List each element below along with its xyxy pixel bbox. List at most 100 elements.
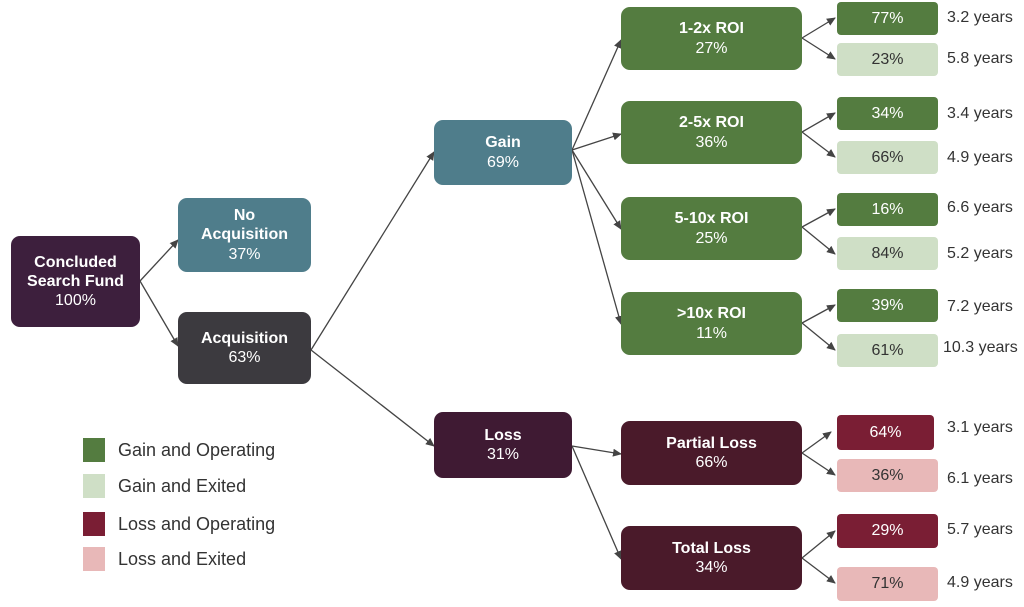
years-label: 6.1 years xyxy=(947,470,1013,487)
node-label: Partial Loss xyxy=(666,434,757,452)
leaf-percent: 23% xyxy=(871,50,904,68)
node-percent: 69% xyxy=(486,153,520,171)
node-acquisition: Acquisition 63% xyxy=(178,312,311,384)
legend-swatch xyxy=(83,512,105,536)
legend-item-loss-exited: Loss and Exited xyxy=(83,547,246,571)
connector-arrow xyxy=(801,530,836,559)
leaf-roi-5-10x-exited: 84% xyxy=(837,237,938,270)
node-label: >10x ROI xyxy=(677,305,746,323)
legend-label: Gain and Operating xyxy=(118,439,276,460)
connector-arrow xyxy=(310,349,435,447)
node-percent: 31% xyxy=(486,446,520,463)
node-label: Acquisition xyxy=(200,329,289,347)
node-percent: 63% xyxy=(228,349,261,366)
legend-label: Loss and Exited xyxy=(118,548,247,569)
node-label: Gain xyxy=(485,134,521,152)
node-percent: 25% xyxy=(695,229,728,247)
years-label: 10.3 years xyxy=(943,339,1018,356)
node-percent: 27% xyxy=(695,39,728,57)
leaf-percent: 29% xyxy=(871,522,904,539)
leaf-roi-over-10x-operating: 39% xyxy=(837,289,938,322)
legend-swatch xyxy=(83,438,105,462)
leaf-percent: 64% xyxy=(869,423,902,441)
leaf-percent: 84% xyxy=(871,244,904,262)
legend-label: Gain and Exited xyxy=(118,475,247,496)
connector-arrow xyxy=(310,151,435,351)
years-label: 3.4 years xyxy=(947,105,1013,122)
node-label: Concluded Search Fund xyxy=(27,253,124,290)
connector-arrow xyxy=(139,280,179,347)
leaf-roi-1-2x-operating: 77% xyxy=(837,2,938,35)
connector-arrow xyxy=(571,149,623,325)
leaf-total-loss-operating: 29% xyxy=(837,514,938,548)
connector-arrow xyxy=(801,431,832,454)
leaf-percent: 36% xyxy=(871,466,904,484)
node-percent: 66% xyxy=(695,454,728,471)
connector-arrow xyxy=(139,239,179,282)
node-concluded-search-fund: Concluded Search Fund 100% xyxy=(11,236,140,327)
node-label: 1-2x ROI xyxy=(679,20,744,38)
years-label: 6.6 years xyxy=(947,199,1013,216)
leaf-percent: 16% xyxy=(871,200,904,218)
years-label: 4.9 years xyxy=(947,574,1013,591)
years-label: 7.2 years xyxy=(947,298,1013,315)
legend-item-gain-operating: Gain and Operating xyxy=(83,438,275,462)
leaf-partial-loss-exited: 36% xyxy=(837,459,938,492)
node-partial-loss: Partial Loss 66% xyxy=(621,421,802,485)
leaf-roi-over-10x-exited: 61% xyxy=(837,334,938,367)
leaf-percent: 66% xyxy=(871,148,904,166)
legend-swatch xyxy=(83,474,105,498)
node-no-acquisition: No Acquisition 37% xyxy=(178,198,311,272)
years-label: 3.2 years xyxy=(947,9,1013,26)
node-percent: 11% xyxy=(696,324,727,342)
leaf-percent: 71% xyxy=(871,575,904,592)
node-label: No Acquisition xyxy=(200,207,289,244)
node-percent: 37% xyxy=(228,245,261,263)
connector-arrow xyxy=(801,208,836,228)
years-label: 5.7 years xyxy=(947,521,1013,538)
node-roi-1-2x: 1-2x ROI 27% xyxy=(621,7,802,70)
leaf-roi-1-2x-exited: 23% xyxy=(837,43,938,76)
connector-arrow xyxy=(801,304,836,324)
leaf-roi-5-10x-operating: 16% xyxy=(837,193,938,226)
node-label: 2-5x ROI xyxy=(679,114,744,132)
legend-item-loss-operating: Loss and Operating xyxy=(83,512,275,536)
leaf-percent: 61% xyxy=(871,341,904,359)
connector-arrow xyxy=(571,445,622,560)
node-loss: Loss 31% xyxy=(434,412,572,478)
years-label: 3.1 years xyxy=(947,419,1013,436)
years-label: 4.9 years xyxy=(947,149,1013,166)
node-label: Total Loss xyxy=(672,539,751,557)
leaf-total-loss-exited: 71% xyxy=(837,567,938,601)
node-percent: 36% xyxy=(695,133,728,151)
legend-swatch xyxy=(83,547,105,571)
leaf-roi-2-5x-operating: 34% xyxy=(837,97,938,130)
leaf-percent: 39% xyxy=(871,296,904,314)
years-label: 5.2 years xyxy=(947,245,1013,262)
connector-arrow xyxy=(801,322,836,351)
leaf-percent: 34% xyxy=(871,104,904,122)
leaf-percent: 77% xyxy=(871,9,904,27)
node-total-loss: Total Loss 34% xyxy=(621,526,802,590)
node-roi-over-10x: >10x ROI 11% xyxy=(621,292,802,355)
connector-arrow xyxy=(571,39,622,151)
years-label: 5.8 years xyxy=(947,50,1013,67)
node-percent: 100% xyxy=(55,292,96,310)
node-roi-5-10x: 5-10x ROI 25% xyxy=(621,197,802,260)
legend-label: Loss and Operating xyxy=(118,513,276,534)
connector-arrow xyxy=(801,17,836,39)
node-percent: 34% xyxy=(695,559,728,576)
connector-arrow xyxy=(801,112,836,133)
connector-arrow xyxy=(801,557,836,584)
leaf-partial-loss-operating: 64% xyxy=(837,415,934,450)
connector-arrow xyxy=(801,226,836,255)
connector-arrow xyxy=(801,452,836,476)
connector-arrow xyxy=(571,445,622,457)
node-label: 5-10x ROI xyxy=(674,210,749,228)
connector-arrow xyxy=(801,131,836,158)
leaf-roi-2-5x-exited: 66% xyxy=(837,141,938,174)
connector-arrow xyxy=(571,149,622,230)
node-roi-2-5x: 2-5x ROI 36% xyxy=(621,101,802,164)
connector-arrow xyxy=(571,132,622,151)
